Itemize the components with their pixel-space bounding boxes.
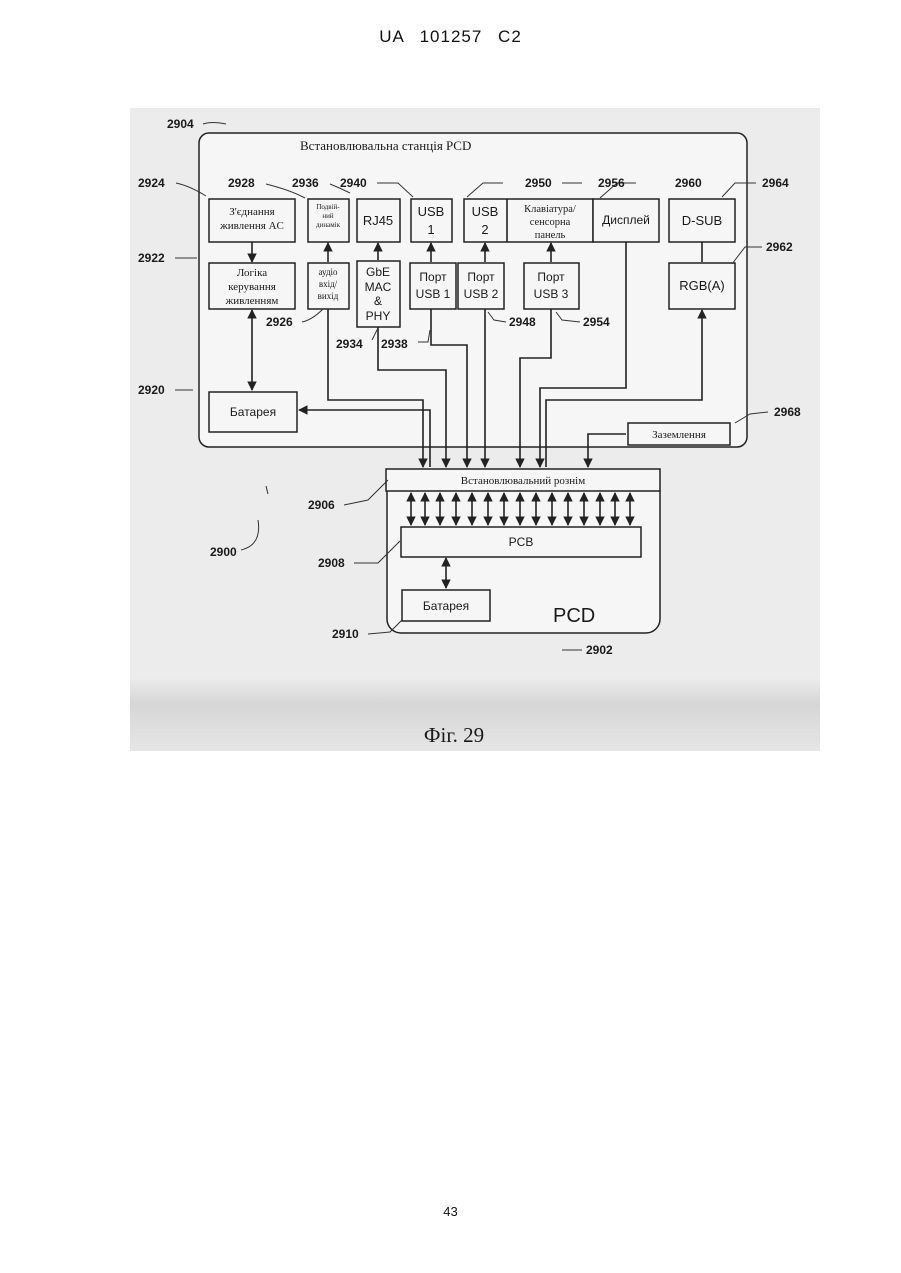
- audio-io-label-3: вихід: [318, 291, 339, 301]
- audio-io-label-2: вхід/: [319, 279, 338, 289]
- patent-header: UA 101257 C2: [0, 27, 901, 47]
- dsub-label: D-SUB: [682, 213, 722, 228]
- port-usb1-label-2: USB 1: [416, 287, 451, 301]
- usb2-number: 2: [481, 222, 488, 237]
- dual-speaker-label-2: ний: [322, 212, 333, 220]
- ref-2922: 2922: [138, 251, 165, 265]
- ref-2954: 2954: [583, 315, 610, 329]
- port-usb2-label-2: USB 2: [464, 287, 499, 301]
- ref-2936: 2936: [292, 176, 319, 190]
- port-usb3-label-1: Порт: [537, 270, 565, 284]
- dual-speaker-label-3: динамік: [316, 221, 341, 229]
- audio-io-label-1: аудіо: [318, 267, 338, 277]
- gbe-label-3: &: [374, 294, 382, 308]
- dual-speaker-label-1: Подвій-: [316, 203, 340, 211]
- pcb-label: PCB: [509, 535, 534, 549]
- ref-2956: 2956: [598, 176, 625, 190]
- keyboard-label-1: Клавіатура/: [524, 204, 576, 215]
- figure-caption: Фіг. 29: [424, 723, 484, 747]
- usb1-label-2: 1: [427, 222, 434, 237]
- dock-connector-label: Встановлювальний рознім: [461, 475, 585, 487]
- ref-2964: 2964: [762, 176, 789, 190]
- station-battery-label: Батарея: [230, 405, 276, 419]
- ref-2904: 2904: [167, 117, 194, 131]
- ground-label: Заземлення: [652, 429, 706, 441]
- pcd-title: PCD: [553, 605, 595, 627]
- ref-2926: 2926: [266, 315, 293, 329]
- ref-2920: 2920: [138, 383, 165, 397]
- ref-2948: 2948: [509, 315, 536, 329]
- ref-2906: 2906: [308, 498, 335, 512]
- station-title: Встановлювальна станція PCD: [300, 138, 471, 153]
- ref-2960: 2960: [675, 176, 702, 190]
- power-logic-label-1: Логіка: [237, 267, 267, 279]
- port-usb1-label-1: Порт: [419, 270, 447, 284]
- rj45-label: RJ45: [363, 213, 393, 228]
- page-number: 43: [0, 1204, 901, 1219]
- port-usb2-label-1: Порт: [467, 270, 495, 284]
- pcd-battery-label: Батарея: [423, 599, 469, 613]
- power-logic-label-2: керування: [228, 281, 276, 293]
- usb1-label-1: USB: [418, 204, 445, 219]
- gbe-label-4: PHY: [366, 309, 391, 323]
- ref-2950: 2950: [525, 176, 552, 190]
- ref-2968: 2968: [774, 405, 801, 419]
- ref-2938: 2938: [381, 337, 408, 351]
- ref-2962: 2962: [766, 240, 793, 254]
- ref-2924: 2924: [138, 176, 165, 190]
- keyboard-label-2: сенсорна: [530, 217, 571, 228]
- gbe-label-1: GbE: [366, 265, 390, 279]
- ref-2908: 2908: [318, 556, 345, 570]
- port-usb3-label-2: USB 3: [534, 287, 569, 301]
- usb2-label: USB: [472, 204, 499, 219]
- ref-2934: 2934: [336, 337, 363, 351]
- ac-power-label-1: З'єднання: [229, 206, 274, 218]
- patent-figure: Встановлювальна станція PCD PCD З'єднанн…: [130, 108, 820, 751]
- rgb-label: RGB(A): [679, 278, 725, 293]
- ref-2910: 2910: [332, 627, 359, 641]
- ref-2940: 2940: [340, 176, 367, 190]
- keyboard-label-3: панель: [535, 230, 566, 241]
- ref-2902: 2902: [586, 643, 613, 657]
- power-logic-label-3: живленням: [225, 295, 279, 307]
- ref-2900: 2900: [210, 545, 237, 559]
- ref-2928: 2928: [228, 176, 255, 190]
- gbe-label-2: MAC: [365, 280, 392, 294]
- display-label: Дисплей: [602, 213, 650, 227]
- ac-power-label-2: живлення AC: [219, 220, 284, 232]
